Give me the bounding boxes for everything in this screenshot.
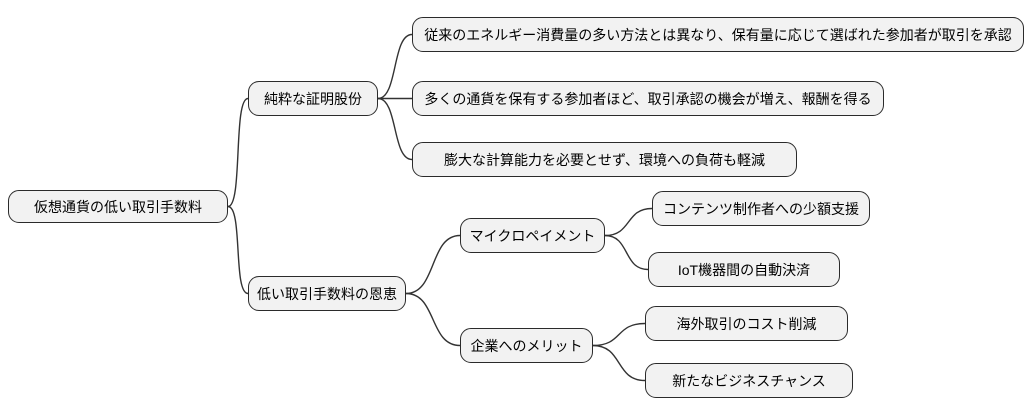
node-creators-support-label: コンテンツ制作者への少額支援 <box>663 200 859 217</box>
edge-business-to-overseas <box>592 322 646 347</box>
edge-pos-to-validators <box>377 33 413 100</box>
node-pos-eco: 膨大な計算能力を必要とせず、環境への負荷も軽減 <box>412 142 797 177</box>
node-business-chance: 新たなビジネスチャンス <box>645 363 853 398</box>
node-iot-payment: IoT機器間の自動決済 <box>648 252 840 287</box>
edge-benefit-to-micropayment <box>405 234 461 295</box>
node-pos-eco-label: 膨大な計算能力を必要とせず、環境への負荷も軽減 <box>443 151 766 168</box>
node-pos-validators: 従来のエネルギー消費量の多い方法とは異なり、保有量に応じて選ばれた参加者が取引を… <box>412 17 1024 52</box>
node-fee-benefit-label: 低い取引手数料の恩恵 <box>257 285 397 302</box>
edge-micropayment-to-iot <box>604 234 649 271</box>
node-creators-support: コンテンツ制作者への少額支援 <box>652 191 870 226</box>
node-proof-of-stake: 純粋な証明股份 <box>248 81 378 116</box>
edge-pos-to-eco <box>377 97 413 161</box>
node-proof-of-stake-label: 純粋な証明股份 <box>264 90 362 107</box>
node-business-merit-label: 企業へのメリット <box>470 337 583 354</box>
node-pos-validators-label: 従来のエネルギー消費量の多い方法とは異なり、保有量に応じて選ばれた参加者が取引を… <box>424 26 1012 43</box>
edge-business-to-chances <box>592 344 646 382</box>
node-root-label: 仮想通貨の低い取引手数料 <box>34 198 202 215</box>
node-overseas-cost: 海外取引のコスト削減 <box>645 306 848 341</box>
node-iot-payment-label: IoT機器間の自動決済 <box>677 261 811 278</box>
node-business-chance-label: 新たなビジネスチャンス <box>672 372 826 389</box>
node-micropayment: マイクロペイメント <box>460 218 605 253</box>
node-micropayment-label: マイクロペイメント <box>469 227 596 244</box>
node-business-merit: 企業へのメリット <box>460 328 593 363</box>
edge-micropayment-to-creators <box>604 207 653 237</box>
node-pos-rewards: 多くの通貨を保有する参加者ほど、取引承認の機会が増え、報酬を得る <box>412 81 884 116</box>
node-fee-benefit: 低い取引手数料の恩恵 <box>248 276 406 311</box>
edge-root-to-proof-of-stake <box>227 97 249 208</box>
edge-benefit-to-business <box>405 292 461 347</box>
edge-root-to-fee-benefit <box>227 205 249 295</box>
node-pos-rewards-label: 多くの通貨を保有する参加者ほど、取引承認の機会が増え、報酬を得る <box>424 90 872 107</box>
node-overseas-cost-label: 海外取引のコスト削減 <box>676 315 817 332</box>
node-root: 仮想通貨の低い取引手数料 <box>8 190 228 223</box>
